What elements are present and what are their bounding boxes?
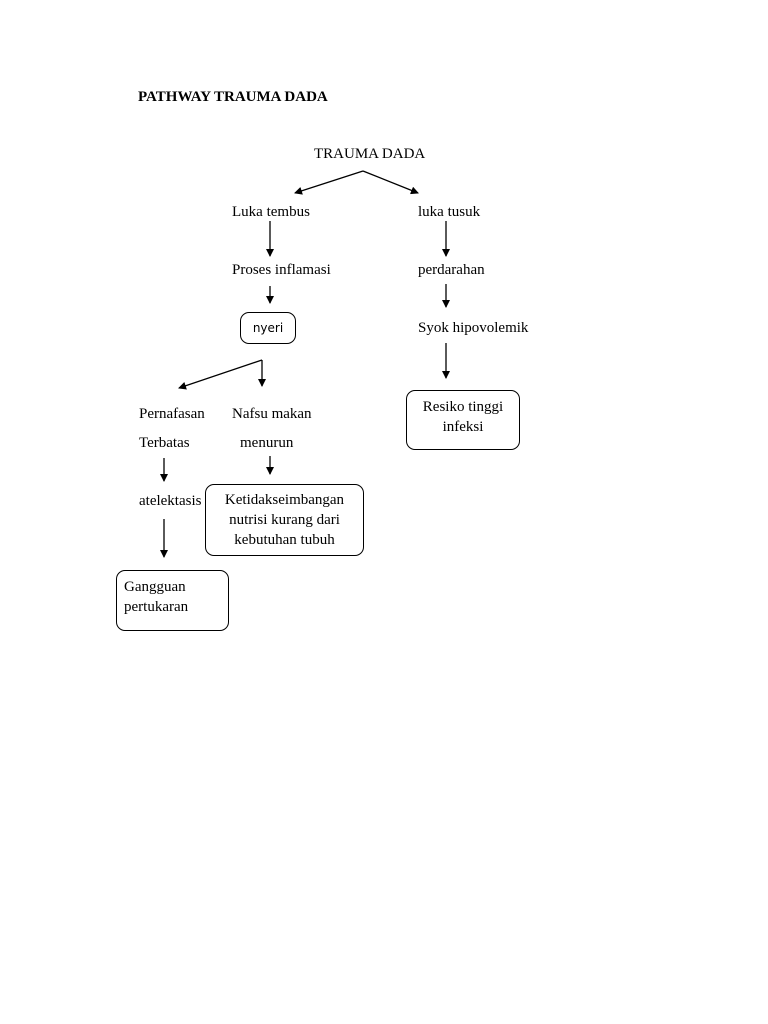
page-title: PATHWAY TRAUMA DADA xyxy=(138,89,328,105)
node-ketidakseimbangan-label: Ketidakseimbangan nutrisi kurang dari ke… xyxy=(224,492,345,548)
node-luka-tembus: Luka tembus xyxy=(232,204,310,220)
node-perdarahan: perdarahan xyxy=(418,262,485,278)
arrow-root-to-luka-tembus xyxy=(294,170,364,195)
node-nyeri-box xyxy=(240,312,296,344)
node-syok-hipovolemik: Syok hipovolemik xyxy=(418,320,529,336)
arrow-root-to-luka-tusuk xyxy=(362,170,419,195)
node-luka-tusuk: luka tusuk xyxy=(418,204,481,220)
root-node: TRAUMA DADA xyxy=(314,146,426,162)
node-pernafasan: Pernafasan xyxy=(139,406,205,422)
node-nafsu-makan: Nafsu makan xyxy=(232,406,312,422)
node-menurun: menurun xyxy=(240,435,294,451)
node-gangguan-label: Gangguan pertukaran xyxy=(124,579,189,615)
node-nyeri-label: nyeri xyxy=(252,321,284,335)
arrow-nyeri-to-pernafasan xyxy=(178,359,263,390)
node-resiko-label: Resiko tinggi infeksi xyxy=(422,399,504,435)
node-terbatas: Terbatas xyxy=(139,435,190,451)
node-gangguan-box xyxy=(116,570,229,631)
node-ketidakseimbangan-box xyxy=(205,484,364,556)
node-resiko-box xyxy=(406,390,520,450)
node-atelektasis: atelektasis xyxy=(139,493,202,509)
node-proses-inflamasi: Proses inflamasi xyxy=(232,262,331,278)
